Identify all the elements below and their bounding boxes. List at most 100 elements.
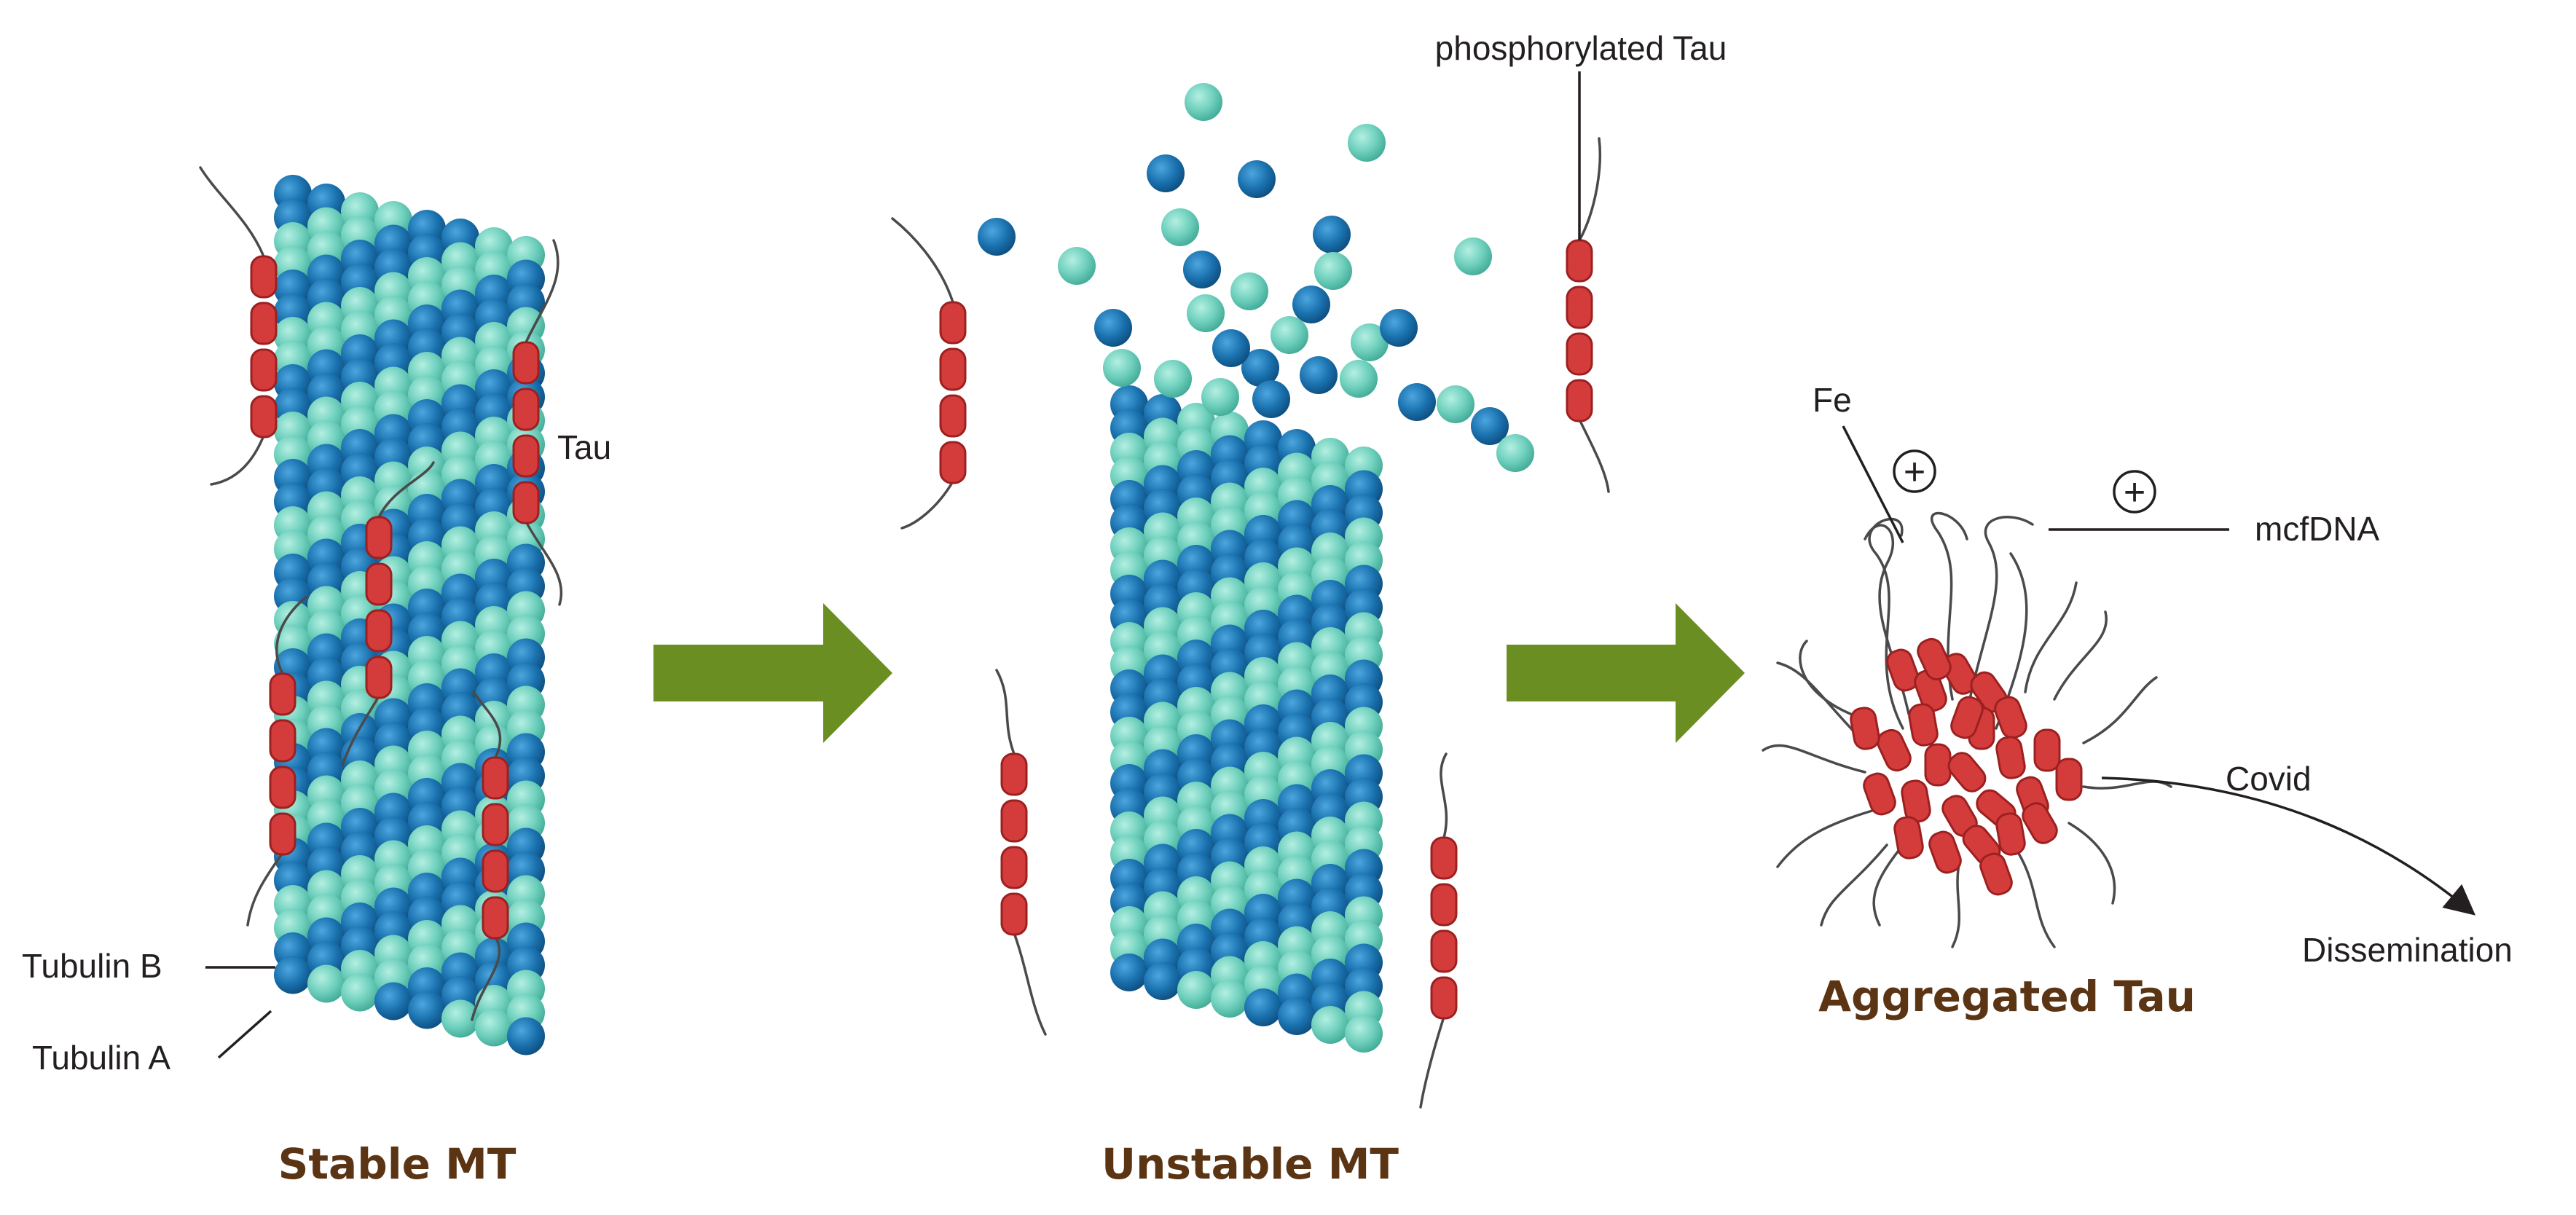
tubulin-b-subunit [1183, 251, 1221, 288]
dna-strand [1966, 516, 2034, 715]
mcfdna-label: mcfDNA [2255, 510, 2380, 548]
tau-segment [482, 849, 509, 893]
dissemination-label: Dissemination [2302, 931, 2513, 969]
tubulin-b-subunit [1147, 154, 1185, 192]
free-tubulin-dimers [978, 83, 1534, 472]
tubulin-a-subunit [475, 1008, 513, 1047]
tau-segment [365, 562, 393, 606]
right-arrow-icon [1507, 603, 1745, 743]
tau-segment [269, 812, 297, 856]
tau-segment [1947, 752, 1987, 793]
stable-mt-title: Stable MT [278, 1139, 517, 1189]
tau-segment [1430, 883, 1458, 927]
tau-segment [939, 441, 967, 484]
tubulin-a-subunit [1230, 272, 1268, 310]
tau-segment [2033, 728, 2061, 772]
tau-segment [1863, 772, 1896, 816]
tau-protein [199, 166, 278, 486]
tubulin-a-subunit [1437, 385, 1474, 423]
tau-protein [1419, 752, 1458, 1109]
tubulin-a-subunit [1340, 360, 1378, 398]
tubulin-a-subunit [1161, 208, 1199, 246]
tubulin-a-label: Tubulin A [32, 1039, 170, 1077]
tau-segment [269, 672, 297, 716]
tubulin-b-subunit [1094, 309, 1132, 347]
tau-segment [1908, 703, 1939, 747]
tau-segment [482, 803, 509, 846]
tau-segment [1000, 799, 1028, 843]
tubulin-a-subunit [1201, 378, 1239, 416]
tubulin-b-subunit [1471, 407, 1509, 445]
tau-segment [1566, 286, 1593, 329]
tubulin-b-subunit [1278, 997, 1316, 1035]
tubulin-b-subunit [408, 991, 446, 1029]
dna-strand [1931, 511, 1968, 701]
tubulin-a-subunit [1154, 360, 1192, 398]
tubulin-a-leader [217, 1010, 272, 1059]
tubulin-b-subunit [374, 982, 412, 1021]
tau-segment [1917, 637, 1952, 681]
tubulin-a-subunit [341, 973, 379, 1012]
tau-proteins-stable [199, 166, 563, 1021]
tau-label: Tau [557, 428, 611, 466]
tau-segment [512, 341, 540, 385]
tau-segment [1928, 830, 1962, 874]
tubulin-b-subunit [1380, 309, 1418, 347]
tau-segment [1877, 728, 1912, 772]
tubulin-a-subunit [1345, 1015, 1383, 1053]
stable-mt-panel: Tau Tubulin B Tubulin A Stable MT [22, 166, 611, 1189]
tau-segment [269, 719, 297, 763]
dna-strand [1820, 844, 1888, 927]
tau-segment [1893, 816, 1924, 860]
tau-segment [512, 388, 540, 431]
tau-protein [995, 669, 1047, 1036]
tubulin-b-subunit [1244, 988, 1282, 1026]
tau-segment [482, 896, 509, 940]
tubulin-b-subunit [1238, 160, 1276, 198]
tubulin-a-subunit [1496, 434, 1534, 472]
covid-label: Covid [2226, 760, 2312, 798]
tau-segment [365, 656, 393, 699]
fe-label: Fe [1813, 381, 1852, 419]
tau-segment [1566, 379, 1593, 422]
tau-segment [1901, 779, 1931, 823]
tubulin-b-subunit [1292, 286, 1330, 323]
tau-segment [250, 255, 278, 299]
dna-strand [1868, 517, 1904, 730]
tau-segment [939, 347, 967, 391]
tau-segment [482, 756, 509, 800]
tau-segment [1566, 332, 1593, 376]
plus-circle-icon: + [2113, 470, 2156, 514]
tubulin-b-subunit [1313, 216, 1351, 253]
tau-segment [1995, 812, 2026, 856]
tubulin-a-subunit [1271, 316, 1308, 354]
tau-segment [2055, 758, 2083, 801]
tubulin-b-subunit [1252, 380, 1290, 418]
tau-segment [1000, 846, 1028, 889]
tubulin-a-subunit [1187, 294, 1225, 332]
unstable-microtubule [1110, 385, 1383, 1053]
dna-strand [1762, 744, 1866, 774]
tau-segment [1941, 653, 1978, 695]
tubulin-a-subunit [1103, 349, 1141, 387]
tau-segment [1979, 852, 2013, 896]
tubulin-b-subunit [507, 1017, 545, 1055]
aggregated-tau-title: Aggregated Tau [1818, 972, 2196, 1021]
dna-strand [1776, 661, 1866, 744]
tau-segment [939, 394, 967, 438]
tau-segment [250, 348, 278, 392]
unstable-mt-title: Unstable MT [1102, 1139, 1399, 1189]
tau-segment [365, 516, 393, 559]
tubulin-a-subunit [1351, 323, 1389, 361]
tubulin-b-subunit [1110, 953, 1148, 991]
tau-protein [246, 596, 307, 927]
dna-strand [2053, 610, 2108, 701]
svg-text:+: + [1904, 451, 1925, 493]
tau-segment [1566, 239, 1593, 283]
tau-segment [1430, 976, 1458, 1020]
tau-segment [365, 609, 393, 653]
dna-strand [1951, 858, 1961, 948]
tau-segment [250, 302, 278, 345]
dna-strand [1799, 640, 1852, 715]
tau-segment [1924, 743, 1952, 787]
